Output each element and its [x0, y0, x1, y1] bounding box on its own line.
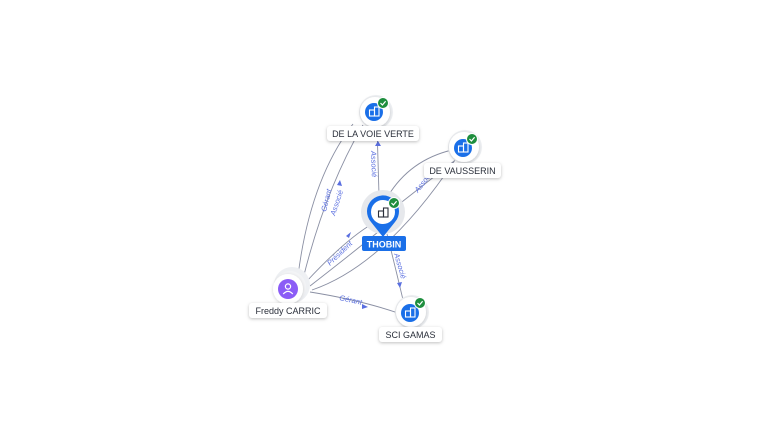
edge-main-vausserin-a [387, 149, 453, 197]
edge-main-vausserin-b [397, 157, 459, 206]
node-label: DE VAUSSERIN [429, 166, 495, 176]
building-icon-glyph [404, 307, 416, 318]
verified-check-icon [377, 97, 389, 109]
main-node-label: THOBIN [367, 240, 402, 250]
edges [297, 123, 459, 314]
verified-check-icon [414, 297, 426, 309]
edge-arrows [337, 141, 402, 309]
node-de-la-voie-verte[interactable]: DE LA VOIE VERTE [327, 95, 419, 141]
node-thobin-main[interactable]: THOBIN [361, 190, 406, 251]
verified-check-icon [466, 133, 478, 145]
arrow-icon [375, 141, 381, 146]
building-icon [377, 207, 389, 218]
node-label: Freddy CARRIC [255, 306, 321, 316]
node-freddy-carric[interactable]: Freddy CARRIC [249, 267, 327, 318]
node-de-vausserin[interactable]: DE VAUSSERIN [424, 130, 501, 178]
edge-label-freddy-gamas: Gérant [339, 293, 364, 307]
edge-freddy-gamas [309, 291, 399, 314]
edge-label-main-voie: Associé [369, 150, 379, 178]
building-icon-glyph [368, 106, 380, 117]
node-sci-gamas[interactable]: SCI GAMAS [379, 295, 442, 342]
node-label: SCI GAMAS [385, 330, 435, 340]
arrow-icon [362, 304, 368, 309]
arrow-icon [337, 180, 342, 186]
node-label: DE LA VOIE VERTE [332, 129, 414, 139]
edge-freddy-main-a [305, 223, 373, 283]
arrow-icon [397, 282, 402, 288]
building-icon-glyph [457, 142, 469, 153]
arrow-icon [346, 232, 351, 238]
verified-check-icon [388, 197, 400, 209]
edge-label-main-gamas: Associé [392, 251, 408, 280]
